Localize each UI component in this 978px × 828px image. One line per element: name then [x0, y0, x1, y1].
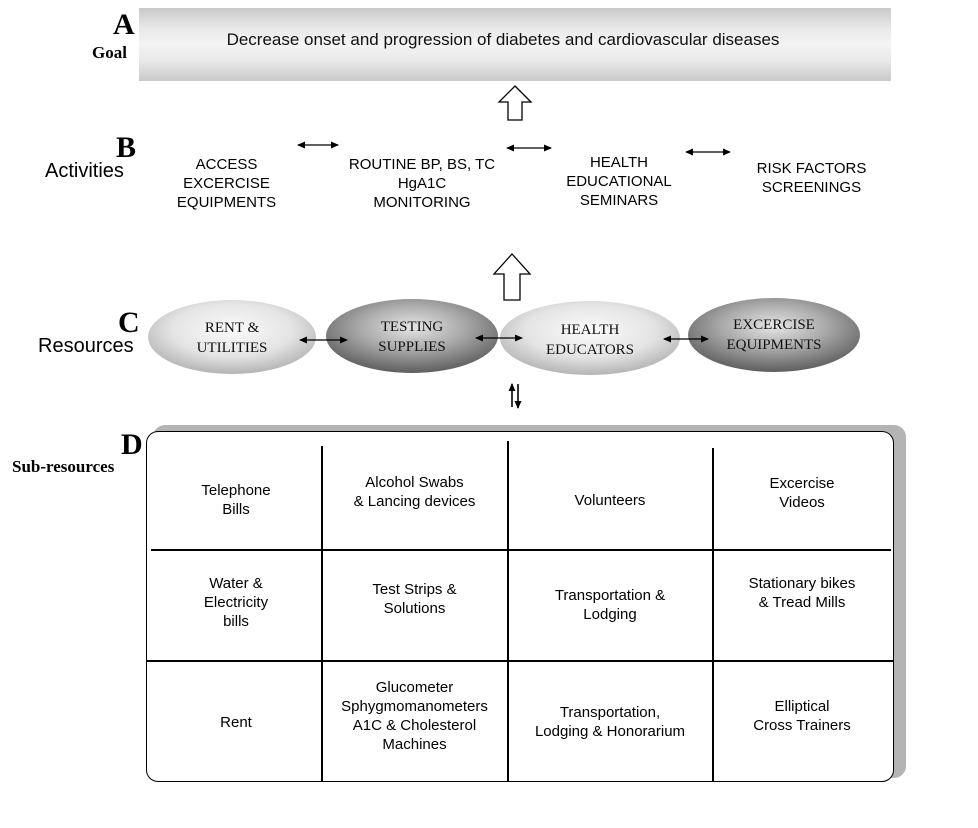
- table-cell: Transportation & Lodging: [554, 587, 666, 623]
- activity-label: ROUTINE BP, BS, TC HgA1C MONITORING: [348, 156, 496, 211]
- table-rule-h1: [151, 549, 891, 551]
- activity-label: HEALTH EDUCATIONAL SEMINARS: [566, 153, 672, 209]
- subresources-label: Sub-resources: [12, 457, 115, 476]
- up-arrow-activities: [492, 253, 532, 301]
- activity-label: RISK FACTORS SCREENINGS: [756, 160, 867, 196]
- activity-label: ACCESS EXCERCISE EQUIPMENTS: [176, 155, 277, 211]
- activity-access-equipment: ACCESS EXCERCISE EQUIPMENTS: [136, 136, 317, 230]
- resource-ellipse-educators: [500, 301, 680, 375]
- table-cell: Telephone Bills: [201, 482, 271, 518]
- goal-box: Decrease onset and progression of diabet…: [139, 8, 891, 81]
- activity-health-seminars: HEALTH EDUCATIONAL SEMINARS: [527, 136, 711, 230]
- resource-label-equipment: EXCERCISE EQUIPMENTS: [726, 317, 822, 353]
- resource-label-rent: RENT & UTILITIES: [196, 320, 268, 356]
- resource-label-educators: HEALTH EDUCATORS: [545, 322, 635, 358]
- resources-letter: C: [118, 306, 140, 339]
- table-cell: Volunteers: [574, 491, 646, 509]
- table-cell: Elliptical Cross Trainers: [753, 698, 851, 734]
- table-rule-h2: [147, 660, 893, 662]
- table-cell: Water & Electricity bills: [203, 574, 269, 630]
- activity-risk-screenings: RISK FACTORS SCREENINGS: [711, 136, 912, 230]
- activities-letter: B: [116, 131, 137, 164]
- table-cell: Glucometer Sphygmomanometers A1C & Chole…: [341, 679, 488, 753]
- table-cell: Excercise Videos: [769, 475, 835, 511]
- table-rule-v2: [507, 441, 509, 781]
- table-cell: Transportation, Lodging & Honorarium: [534, 704, 686, 740]
- table-rule-v3: [712, 448, 714, 781]
- table-rule-v1: [321, 446, 323, 781]
- goal-letter: A: [113, 8, 135, 41]
- table-cell: Rent: [220, 713, 252, 731]
- goal-text: Decrease onset and progression of diabet…: [226, 29, 780, 49]
- resource-ellipse-rent: [148, 300, 316, 374]
- resources-label: Resources: [38, 335, 134, 357]
- up-arrow-goal: [497, 85, 533, 121]
- activity-routine-monitoring: ROUTINE BP, BS, TC HgA1C MONITORING: [317, 136, 527, 230]
- resource-ellipse-equipment: [688, 298, 860, 372]
- table-cell: Stationary bikes & Tread Mills: [748, 575, 856, 611]
- table-cell: Test Strips & Solutions: [372, 581, 457, 617]
- resource-ellipse-testing: [326, 299, 498, 373]
- activities-label: Activities: [45, 160, 124, 182]
- subresources-table: [146, 431, 894, 782]
- table-cell: Alcohol Swabs & Lancing devices: [353, 474, 476, 510]
- goal-label: Goal: [92, 43, 127, 62]
- subresources-letter: D: [121, 428, 143, 461]
- resource-label-testing: TESTING SUPPLIES: [378, 319, 446, 355]
